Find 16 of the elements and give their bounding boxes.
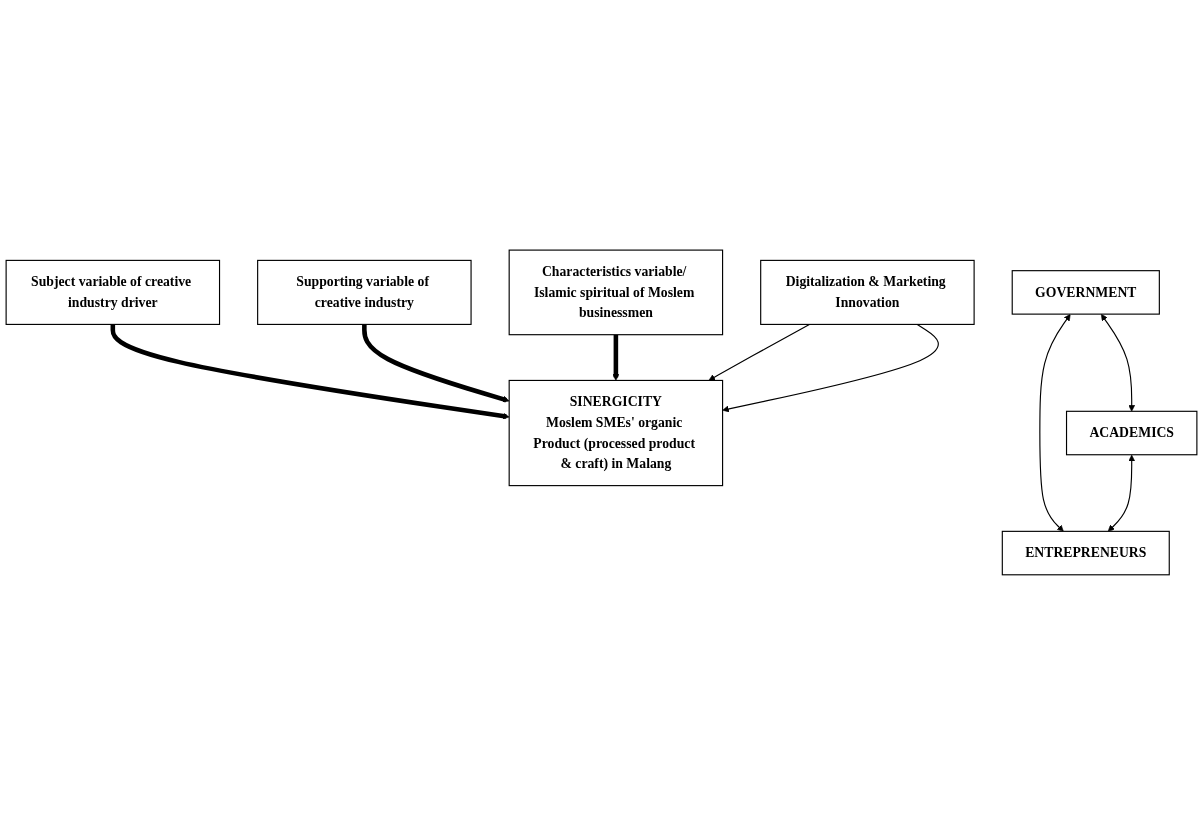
arrow [722,323,939,413]
node-box: ENTREPRENEURS [1001,530,1170,576]
arrow [110,324,510,420]
arrow [1039,314,1071,532]
arrow [708,323,810,381]
node-box: Supporting variable of creative industry [257,259,472,326]
node-box: Digitalization & Marketing Innovation [760,259,975,326]
arrow [1100,314,1136,412]
node-box: GOVERNMENT [1011,270,1160,315]
arrow [1107,454,1136,532]
node-box: Characteristics variable/ Islamic spiritual of Moslem businessmen [508,249,724,336]
arrow [362,324,510,403]
node-box: ACADEMICS [1065,410,1198,456]
node-box: SINERGICITY Moslem SMEs' organic Product (processed product & craft) in Malang [508,379,724,487]
arrow [612,334,620,381]
node-box: Subject variable of creative industry driver [5,259,221,326]
